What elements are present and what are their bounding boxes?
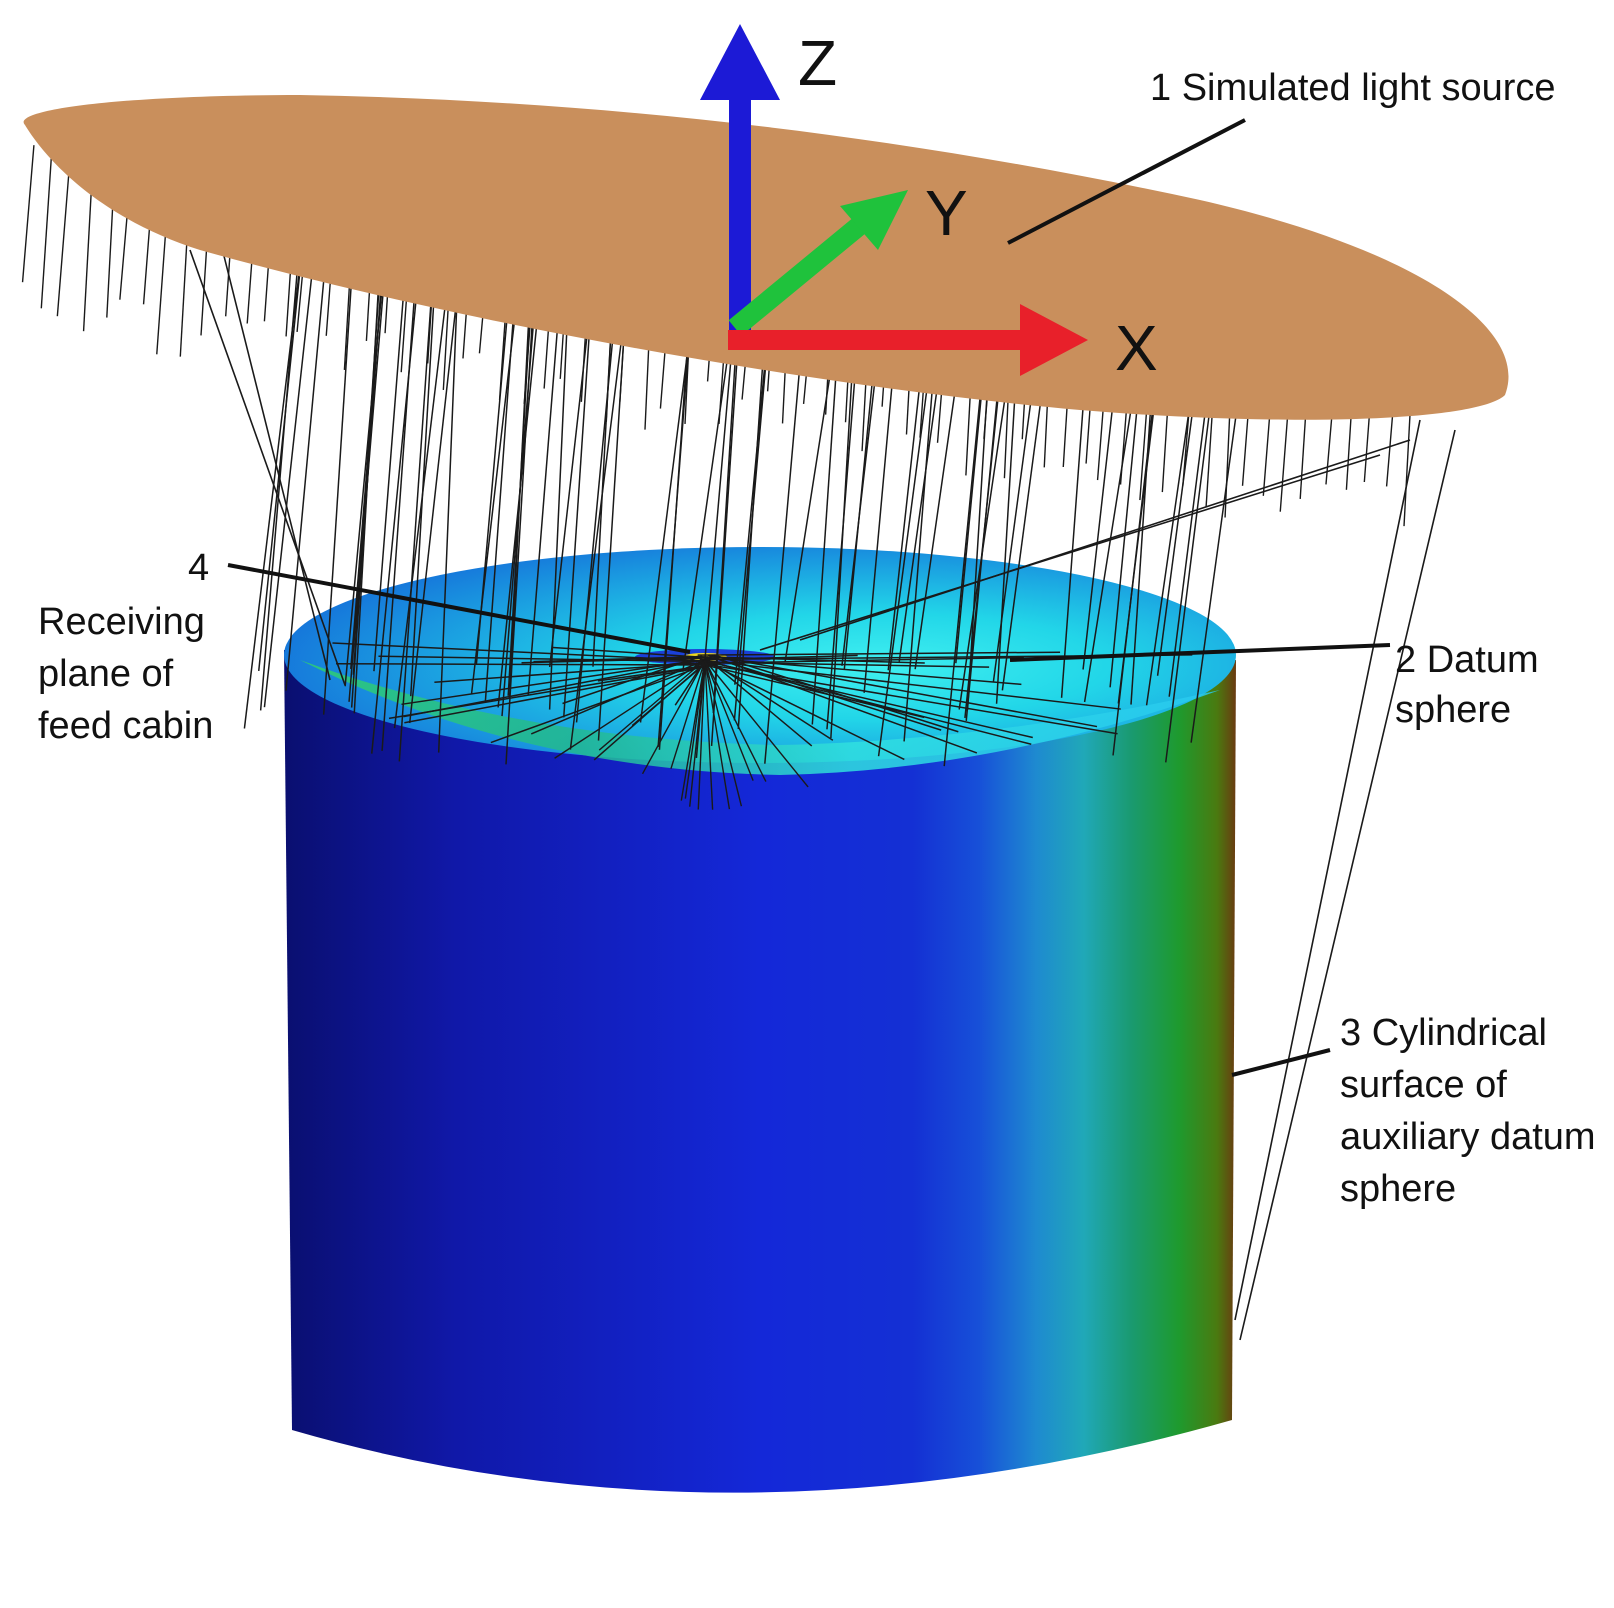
callout-light-source	[1007, 118, 1246, 245]
ray-line	[388, 663, 712, 720]
ray-line	[704, 659, 714, 810]
callout-cylindrical-surface	[1231, 1048, 1331, 1077]
ray-line	[1239, 429, 1456, 1341]
ray-line	[697, 659, 706, 810]
ray-line	[696, 655, 925, 664]
ray-line	[597, 275, 629, 741]
annotation-labels: 1 Simulated light source 2 Datum sphere …	[38, 67, 1596, 1210]
cylinder-inner-wall	[300, 660, 1220, 775]
ray-line	[704, 659, 1032, 745]
x-arrowhead	[1020, 304, 1088, 376]
ray-line	[401, 659, 696, 706]
ray-line	[552, 646, 711, 659]
z-axis-label: Z	[798, 27, 837, 99]
ray-line	[689, 659, 706, 807]
y-axis-label: Y	[925, 177, 968, 249]
ray-line	[40, 147, 53, 309]
ray-line	[704, 659, 743, 807]
ray-line	[670, 659, 706, 769]
ray-line	[759, 454, 1381, 651]
ray-line	[335, 662, 701, 666]
label-cylindrical-line1: 3 Cylindrical	[1340, 1012, 1547, 1054]
light-source-disk	[23, 95, 1509, 420]
label-cylindrical-line3: auxiliary datum	[1340, 1116, 1596, 1158]
simulated-light-source	[23, 95, 1509, 420]
ray-line	[370, 250, 422, 754]
label-cylindrical-line4: sphere	[1340, 1168, 1456, 1210]
label-cylindrical-line2: surface of	[1340, 1064, 1507, 1106]
ray-line	[697, 651, 1061, 656]
ray-line	[189, 249, 346, 686]
ray-line	[348, 246, 388, 702]
ray-line	[257, 236, 305, 672]
ray-line	[475, 261, 513, 664]
ray-line	[408, 255, 463, 724]
callout-receiving-plane	[227, 563, 691, 654]
ray-line	[56, 150, 72, 317]
ray-line	[799, 439, 1411, 641]
ray-line	[344, 246, 387, 687]
ray-line	[285, 239, 329, 691]
cylinder-body	[284, 650, 1236, 1493]
ray-line	[554, 659, 706, 759]
y-arrowhead	[840, 190, 908, 250]
ray-line	[21, 145, 35, 283]
label-receiving-line1: Receiving	[38, 601, 205, 643]
callout-lines	[227, 118, 1391, 1077]
ray-line	[410, 252, 438, 697]
ray-line	[548, 268, 571, 710]
ray-line	[398, 252, 436, 762]
ray-line	[704, 659, 754, 781]
ray-line	[497, 265, 544, 708]
ray-line	[631, 661, 707, 727]
ray-line	[702, 663, 1118, 735]
ray-line	[505, 264, 537, 765]
ray-line	[713, 663, 834, 741]
ray-line	[598, 659, 706, 751]
label-receiving-line2: plane of	[38, 653, 174, 695]
ray-line	[404, 664, 715, 724]
ray-line	[697, 656, 1024, 665]
ray-line	[490, 663, 710, 744]
coordinate-axes: Z Y X	[700, 24, 1158, 384]
ray-line	[533, 655, 698, 663]
ray-line	[704, 659, 809, 788]
ray-line	[219, 239, 331, 681]
label-datum-sphere-line2: sphere	[1395, 689, 1511, 731]
ray-line	[437, 255, 460, 753]
ray-line	[714, 654, 959, 733]
ray-line	[696, 656, 905, 761]
ray-line	[569, 275, 631, 750]
ray-line	[705, 657, 813, 747]
z-arrowhead	[700, 24, 780, 100]
x-axis-label: X	[1115, 312, 1158, 384]
ray-line	[704, 659, 767, 782]
callout-datum-sphere	[1009, 643, 1391, 662]
label-receiving-number: 4	[188, 547, 209, 589]
ray-line	[373, 248, 408, 672]
ray-line	[243, 236, 305, 729]
ray-line	[708, 654, 1098, 728]
label-light-source: 1 Simulated light source	[1150, 67, 1556, 109]
ray-line	[704, 659, 731, 810]
ray-line	[562, 271, 595, 718]
ray-line	[434, 661, 706, 684]
ray-line	[1234, 419, 1421, 1321]
ray-line	[378, 655, 708, 663]
ray-line	[263, 237, 317, 708]
y-axis	[728, 217, 867, 336]
ray-line	[652, 656, 703, 661]
ray-line	[484, 262, 519, 703]
ray-line	[684, 659, 706, 799]
label-datum-sphere-line1: 2 Datum	[1395, 639, 1539, 681]
ray-line	[381, 250, 419, 751]
ray-line	[322, 242, 355, 715]
ray-line	[641, 659, 706, 775]
ray-line	[699, 659, 1121, 710]
label-receiving-line3: feed cabin	[38, 705, 213, 747]
